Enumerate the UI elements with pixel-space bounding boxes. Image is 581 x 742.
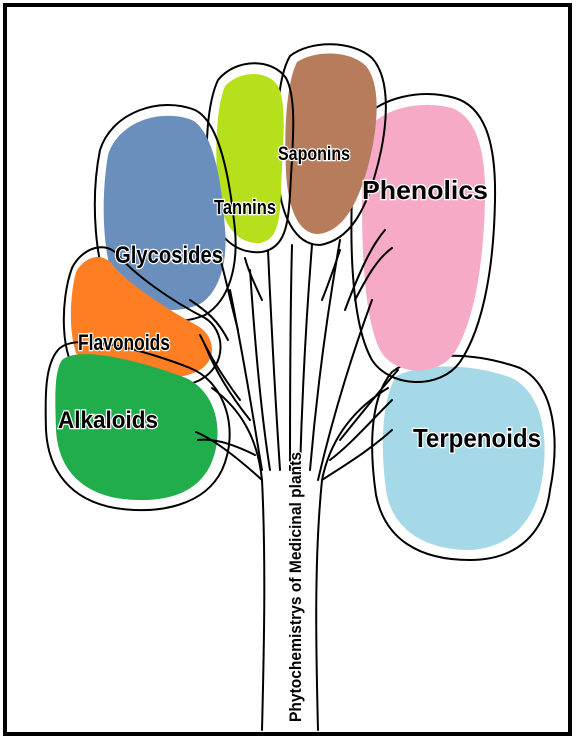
leaf-terpenoids-fill: [383, 366, 545, 550]
trunk-title: Phytochemistrys of Medicinal plants: [286, 452, 305, 722]
label-alkaloids: Alkaloids: [58, 407, 158, 434]
label-phenolics: Phenolics: [362, 175, 488, 205]
label-glycosides: Glycosides: [115, 242, 223, 269]
label-saponins: Saponins: [278, 144, 350, 165]
leaf-terpenoids: [372, 356, 554, 560]
label-flavonoids: Flavonoids: [78, 330, 170, 355]
label-tannins: Tannins: [214, 197, 276, 219]
label-terpenoids: Terpenoids: [413, 423, 541, 453]
